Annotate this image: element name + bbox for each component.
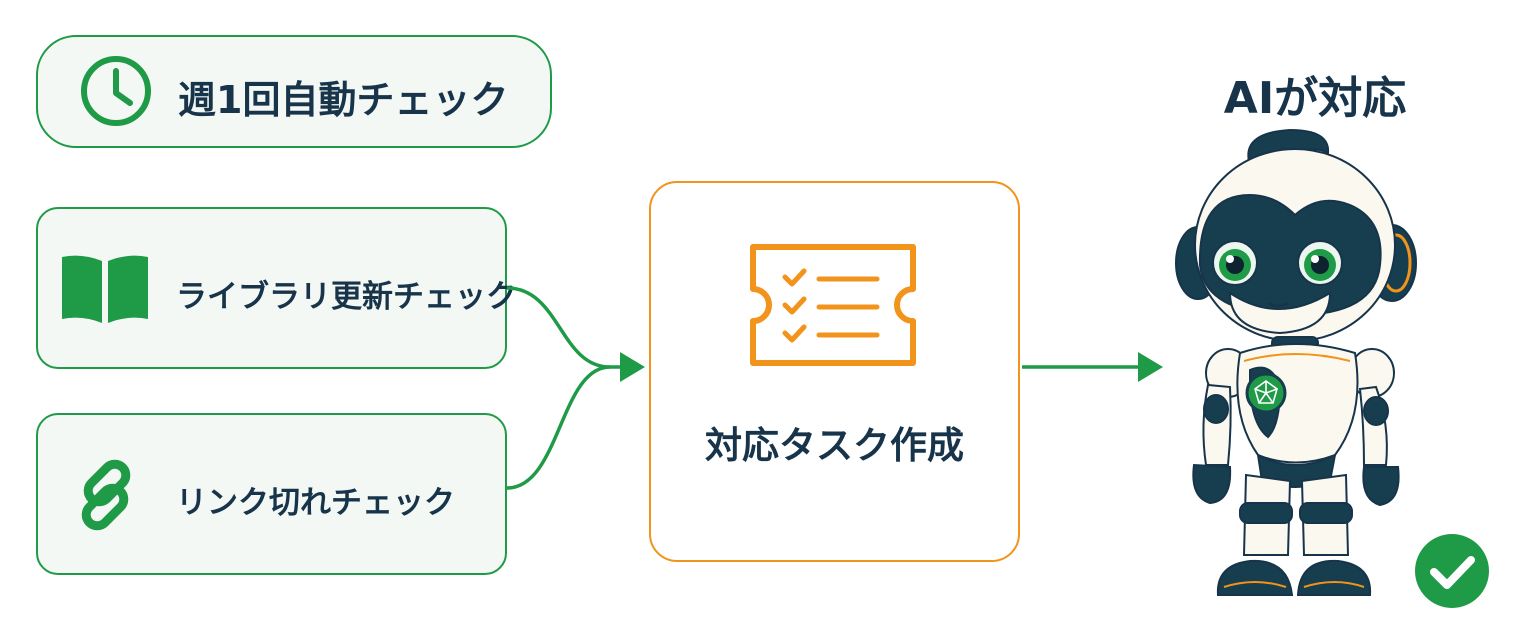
- book-icon: [62, 255, 148, 323]
- schedule-label: 週1回自動チェック: [178, 78, 509, 122]
- robot-icon: [1175, 128, 1417, 596]
- arrow-head-to-ai: [1138, 352, 1163, 382]
- link-icon: [81, 459, 131, 531]
- clock-icon: [81, 56, 151, 126]
- arrow-head-to-task: [620, 352, 645, 382]
- connector-library: [506, 286, 624, 369]
- check-circle-icon: [1415, 534, 1489, 608]
- task-box: 対応タスク作成: [649, 181, 1020, 562]
- link-check-label: リンク切れチェック: [176, 485, 455, 521]
- task-label: 対応タスク作成: [705, 424, 964, 467]
- ai-title: AIが対応: [1223, 73, 1407, 124]
- library-check-box: ライブラリ更新チェック: [36, 207, 517, 369]
- schedule-box: 週1回自動チェック: [36, 35, 552, 148]
- connector-link: [506, 365, 611, 490]
- ticket-checklist-icon: [750, 244, 916, 366]
- link-check-box: リンク切れチェック: [36, 413, 507, 575]
- library-check-label: ライブラリ更新チェック: [176, 279, 517, 315]
